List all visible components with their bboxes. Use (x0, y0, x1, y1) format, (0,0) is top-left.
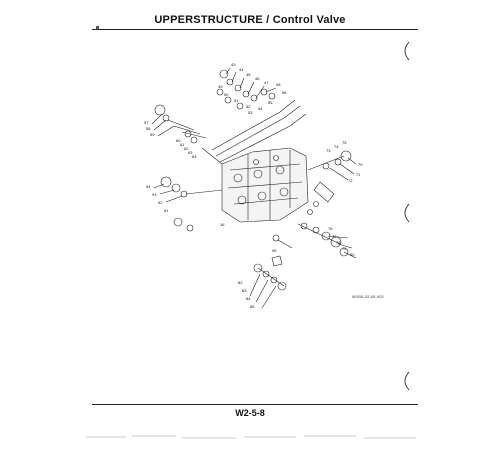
svg-text:56: 56 (282, 90, 287, 95)
svg-text:82: 82 (238, 280, 243, 285)
svg-text:57: 57 (144, 120, 149, 125)
svg-text:95: 95 (272, 248, 277, 253)
svg-text:78: 78 (336, 240, 341, 245)
svg-text:50: 50 (224, 92, 229, 97)
svg-text:61: 61 (180, 142, 185, 147)
svg-text:54: 54 (258, 106, 263, 111)
header-rule (92, 29, 418, 30)
svg-text:70: 70 (358, 162, 363, 167)
svg-text:77: 77 (332, 234, 337, 239)
svg-text:74: 74 (334, 144, 339, 149)
svg-text:43: 43 (231, 62, 236, 67)
svg-text:85: 85 (250, 304, 255, 309)
footer-rule (92, 404, 418, 405)
svg-text:53: 53 (248, 110, 253, 115)
svg-text:58: 58 (146, 126, 151, 131)
figure-code: W1B0-02-05-002 (352, 294, 384, 299)
svg-text:92: 92 (158, 200, 163, 205)
svg-text:55: 55 (268, 100, 273, 105)
binder-hole-mark (398, 202, 412, 224)
svg-text:75: 75 (342, 140, 347, 145)
svg-text:76: 76 (328, 226, 333, 231)
page-title: UPPERSTRUCTURE / Control Valve (154, 14, 346, 26)
svg-text:73: 73 (326, 148, 331, 153)
binder-hole-mark (398, 40, 412, 62)
svg-text:64: 64 (192, 154, 197, 159)
svg-text:47: 47 (264, 80, 269, 85)
svg-text:93: 93 (152, 192, 157, 197)
scan-noise (86, 435, 416, 439)
svg-text:52: 52 (246, 104, 251, 109)
svg-text:59: 59 (150, 132, 155, 137)
svg-text:16: 16 (220, 222, 225, 227)
svg-text:71: 71 (356, 172, 361, 177)
svg-text:79: 79 (342, 246, 347, 251)
svg-text:72: 72 (348, 178, 353, 183)
svg-text:80: 80 (350, 252, 355, 257)
svg-text:46: 46 (255, 76, 260, 81)
svg-text:44: 44 (239, 67, 244, 72)
svg-text:83: 83 (242, 288, 247, 293)
svg-text:48: 48 (276, 82, 281, 87)
svg-text:94: 94 (146, 184, 151, 189)
svg-text:60: 60 (176, 138, 181, 143)
svg-text:63: 63 (188, 150, 193, 155)
svg-text:84: 84 (246, 296, 251, 301)
corner-mark (96, 26, 99, 29)
svg-text:91: 91 (164, 208, 169, 213)
svg-text:62: 62 (184, 146, 189, 151)
svg-text:45: 45 (246, 72, 251, 77)
binder-hole-mark (398, 370, 412, 392)
svg-text:49: 49 (218, 84, 223, 89)
svg-text:51: 51 (234, 98, 239, 103)
page-number: W2-5-8 (235, 408, 265, 418)
